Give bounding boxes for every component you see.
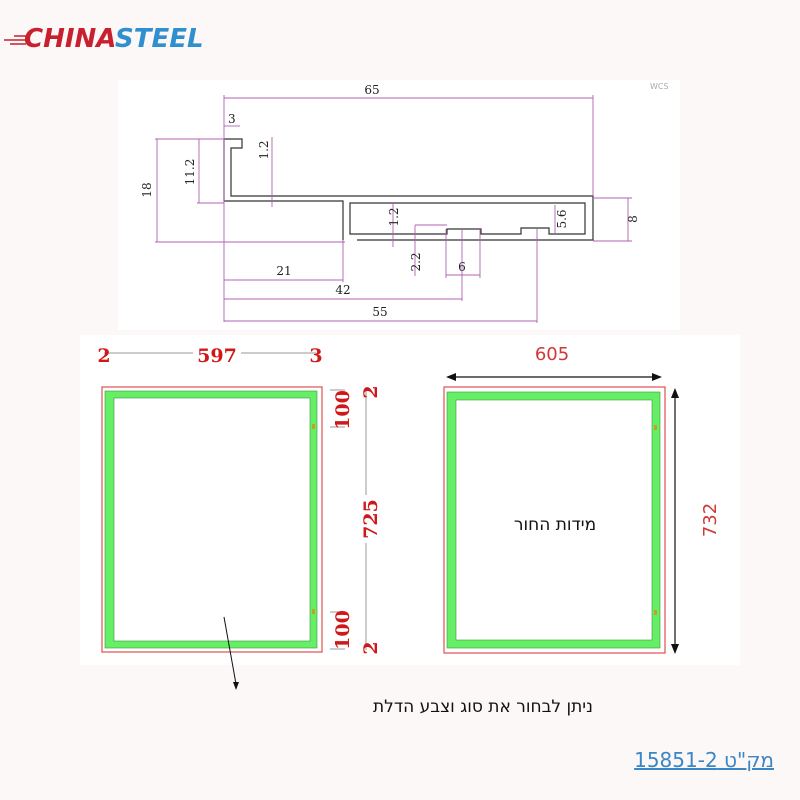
dim-hinge-top: 100 bbox=[332, 390, 354, 430]
opening-width-arrow bbox=[446, 373, 662, 381]
profile-panel bbox=[118, 80, 680, 330]
dim-732: 732 bbox=[700, 503, 721, 537]
dim-right-gap: 3 bbox=[309, 345, 322, 367]
dim-hinge-bottom: 100 bbox=[332, 610, 354, 650]
hinge-top bbox=[654, 425, 657, 430]
dim-6: 6 bbox=[458, 260, 466, 274]
opening-frame bbox=[443, 386, 666, 654]
hinge-bottom bbox=[312, 609, 315, 614]
dim-8: 8 bbox=[626, 215, 640, 223]
dim-605: 605 bbox=[535, 344, 569, 365]
dim-1-2-bottom: 1.2 bbox=[387, 207, 401, 226]
logo-text-red: CHINA bbox=[24, 24, 116, 54]
profile-dimension-labels: 65 3 18 11.2 1.2 8 5.6 1.2 2.2 6 21 42 5… bbox=[140, 83, 640, 319]
dim-42: 42 bbox=[335, 283, 350, 297]
profile-dimension-lines bbox=[155, 95, 632, 323]
dim-55: 55 bbox=[372, 305, 387, 319]
door-height-dimension: 100 100 2 2 725 bbox=[330, 385, 382, 655]
dim-597: 597 bbox=[197, 345, 237, 367]
dim-left-gap: 2 bbox=[97, 345, 110, 367]
opening-label: מידות החור bbox=[514, 515, 596, 535]
dim-21: 21 bbox=[276, 264, 291, 278]
opening-height-arrow bbox=[671, 388, 679, 654]
door-note: ניתן לבחור את סוג וצבע הדלת bbox=[373, 697, 593, 717]
hinge-top bbox=[312, 424, 315, 429]
door-note-arrow bbox=[223, 616, 239, 690]
dim-725: 725 bbox=[360, 499, 382, 539]
dim-1-2-top: 1.2 bbox=[257, 140, 271, 159]
dim-65: 65 bbox=[364, 83, 379, 97]
hinge-bottom bbox=[654, 610, 657, 615]
dim-3: 3 bbox=[228, 112, 236, 126]
dim-11-2: 11.2 bbox=[183, 159, 197, 186]
watermark: WCS bbox=[650, 82, 669, 91]
dim-5-6: 5.6 bbox=[555, 209, 569, 228]
sku-link[interactable]: מק"ט 15851-2 bbox=[634, 748, 774, 772]
china-steel-logo: CHINA STEEL bbox=[4, 24, 204, 54]
dim-2-2: 2.2 bbox=[409, 252, 423, 271]
door-width-dimension: 2 597 3 bbox=[97, 343, 323, 367]
dim-bottom-gap: 2 bbox=[360, 641, 382, 654]
dim-18: 18 bbox=[140, 182, 154, 197]
door-frame bbox=[101, 386, 323, 653]
logo-text-blue: STEEL bbox=[115, 24, 204, 54]
dim-top-gap: 2 bbox=[360, 385, 382, 398]
